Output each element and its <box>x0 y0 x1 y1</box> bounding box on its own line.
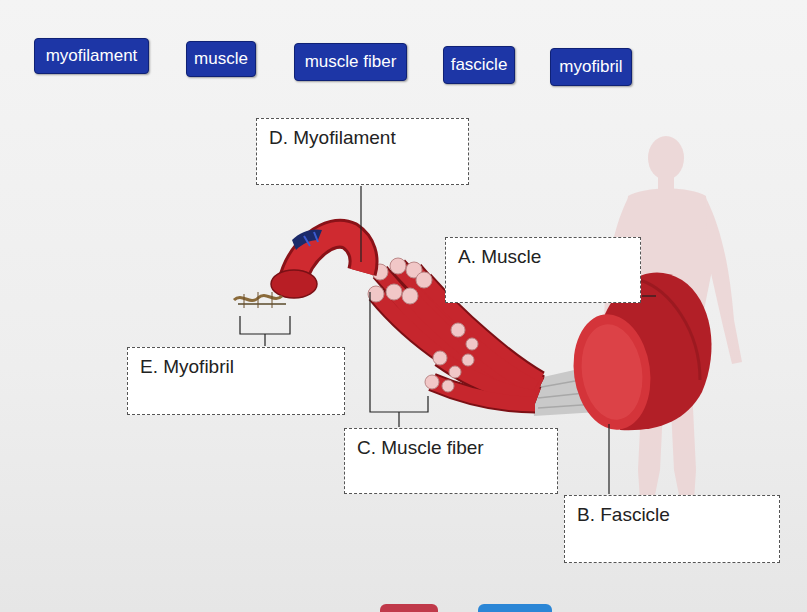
answer-label: B. Fascicle <box>577 503 670 526</box>
word-bank-button: myofibril <box>550 48 632 86</box>
answer-box: E. Myofibril <box>127 347 345 415</box>
answer-box: C. Muscle fiber <box>344 428 558 494</box>
answer-box: B. Fascicle <box>564 495 780 563</box>
answer-label: C. Muscle fiber <box>357 436 484 459</box>
word-bank-button: myofilament <box>34 38 149 74</box>
button-label: fascicle <box>451 55 508 75</box>
muscle-fiber <box>271 229 364 298</box>
bottom-buttons <box>380 604 552 612</box>
word-bank-button: muscle <box>186 41 256 77</box>
myofibril-sketch <box>234 292 286 308</box>
answer-box: D. Myofilament <box>256 118 469 185</box>
word-bank-button: muscle fiber <box>294 43 407 81</box>
answer-label: D. Myofilament <box>269 126 396 149</box>
button-label: muscle fiber <box>305 52 397 72</box>
button-label: myofibril <box>559 57 622 77</box>
button-label: muscle <box>194 49 248 69</box>
button-label: myofilament <box>46 46 138 66</box>
word-bank-button: fascicle <box>443 46 515 84</box>
answer-label: A. Muscle <box>458 245 541 268</box>
answer-label: E. Myofibril <box>140 355 234 378</box>
answer-box: A. Muscle <box>445 237 641 303</box>
leader-lines <box>240 186 656 494</box>
